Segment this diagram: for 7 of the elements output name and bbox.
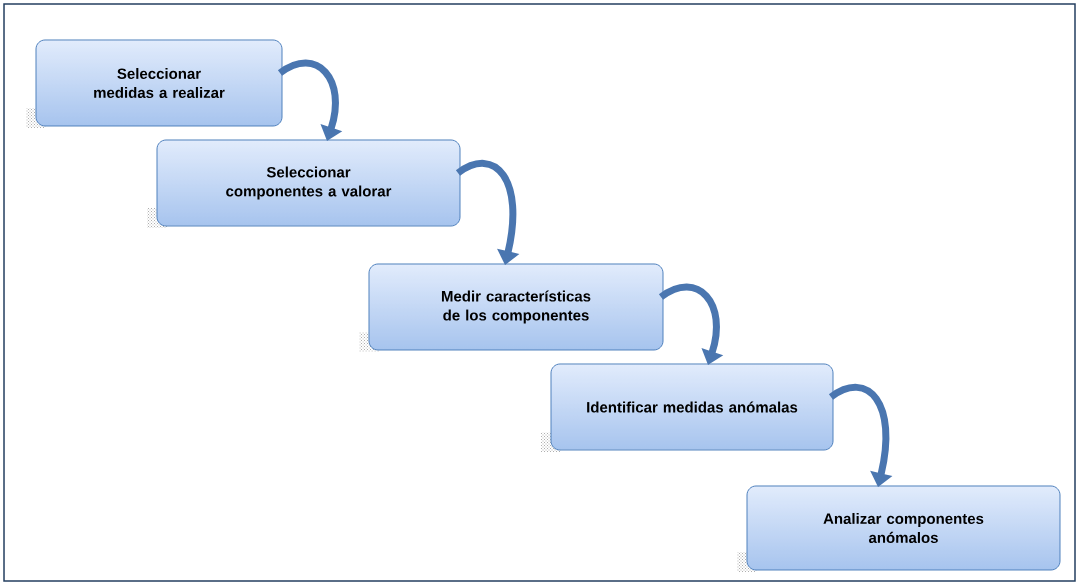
process-box: Analizar componentes anómalos — [746, 485, 1061, 571]
curved-arrow — [659, 283, 724, 365]
process-box: Seleccionar medidas a realizar — [35, 39, 283, 127]
curved-arrow — [278, 59, 343, 141]
process-box: Seleccionar componentes a valorar — [156, 139, 461, 227]
process-box: Medir características de los componentes — [368, 263, 664, 351]
process-box: Identificar medidas anómalas — [550, 363, 834, 451]
